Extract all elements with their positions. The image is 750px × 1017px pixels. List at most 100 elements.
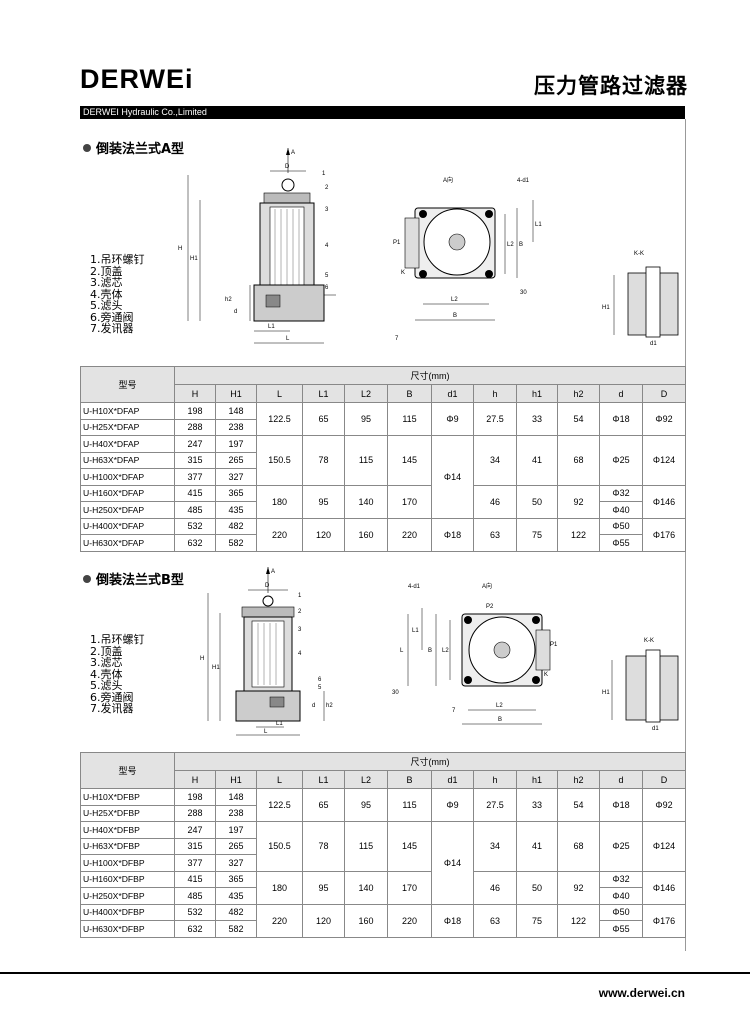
label-l: L — [286, 336, 290, 342]
cell-hh1: 75 — [516, 903, 558, 938]
model-cell: U-H25X*DFAP — [80, 418, 175, 436]
table-row: U-H25X*DFAP 288 238 — [80, 418, 686, 436]
part-item: 7.发讯器 — [90, 702, 134, 715]
col-header: h — [473, 384, 517, 403]
label-30: 30 — [392, 690, 399, 696]
callout-3: 3 — [325, 207, 329, 213]
table-row: U-H400X*DFBP 532 482 220 120 160 220 Φ18… — [80, 903, 687, 938]
col-header: d1 — [431, 770, 474, 789]
label-7: 7 — [395, 336, 399, 342]
cell-dd: Φ18 — [599, 788, 643, 822]
cell-b: 145 — [387, 821, 432, 872]
label-p1: P1 — [393, 240, 401, 246]
cell-h: 415 — [174, 870, 216, 888]
col-header: d — [599, 384, 643, 403]
model-cell: U-H250X*DFBP — [80, 887, 175, 905]
col-header: h2 — [557, 384, 600, 403]
col-header: L1 — [302, 384, 345, 403]
cell-h1: 482 — [215, 517, 257, 535]
label-b-v: B — [519, 242, 523, 248]
model-cell: U-H100X*DFAP — [80, 468, 175, 486]
label-l1: L1 — [276, 721, 283, 727]
section-b-top-view: 4-d1 A向 P2 P1 K L L1 B L2 L2 B 30 7 — [392, 582, 558, 725]
cell-h: 198 — [174, 402, 216, 420]
footer-url[interactable]: www.derwei.cn — [598, 986, 685, 1000]
cell-dd: Φ18 — [599, 402, 643, 436]
label-30: 30 — [520, 290, 527, 296]
callout-5: 5 — [325, 273, 329, 279]
model-header: 型号 — [80, 366, 175, 403]
cell-h: 377 — [174, 468, 216, 486]
col-header: d1 — [431, 384, 474, 403]
cell-hh1: 50 — [516, 870, 558, 905]
cell-dd: Φ25 — [599, 821, 643, 872]
brand-logo: DERWEi — [80, 64, 194, 94]
part-item: 7.发讯器 — [90, 322, 134, 335]
label-k: K — [544, 672, 548, 678]
callout-1: 1 — [298, 593, 302, 599]
callout-1: 1 — [322, 171, 326, 177]
col-header: L — [256, 770, 303, 789]
cell-l: 220 — [256, 903, 303, 938]
label-l1-v: L1 — [535, 222, 542, 228]
label-7: 7 — [452, 708, 456, 714]
cell-dd: Φ40 — [599, 887, 643, 905]
cell-b: 115 — [387, 788, 432, 822]
model-cell: U-H160X*DFAP — [80, 484, 175, 502]
col-header: H1 — [215, 770, 257, 789]
col-header: L — [256, 384, 303, 403]
cell-l1: 78 — [302, 821, 345, 872]
cell-d1: Φ18 — [431, 517, 474, 552]
label-d1-kk: d1 — [650, 341, 657, 347]
label-a: A — [291, 150, 295, 156]
label-h2: h2 — [225, 297, 232, 303]
table-row: U-H400X*DFAP 532 482 220 120 160 220 Φ18… — [80, 517, 687, 552]
cell-b: 170 — [387, 870, 432, 905]
col-header: B — [387, 770, 432, 789]
cell-h: 485 — [174, 501, 216, 519]
cell-h: 288 — [174, 418, 216, 436]
model-cell: U-H100X*DFBP — [80, 854, 175, 872]
cell-hh2: 68 — [557, 435, 600, 486]
label-l: L — [264, 729, 268, 735]
part-item: 5.滤头 — [90, 679, 123, 692]
callout-2: 2 — [298, 609, 302, 615]
cell-hh1: 33 — [516, 402, 558, 436]
cell-b: 170 — [387, 484, 432, 519]
label-p1: P1 — [550, 642, 558, 648]
label-dd: d — [234, 309, 237, 315]
cell-h1: 197 — [215, 435, 257, 453]
cell-l2: 95 — [344, 788, 388, 822]
part-item: 3.滤芯 — [90, 276, 123, 289]
cell-h1: 482 — [215, 903, 257, 921]
table-row: U-H250X*DFBP 485 435 Φ40 — [80, 887, 686, 905]
cell-l1: 120 — [302, 903, 345, 938]
part-item: 2.顶盖 — [90, 644, 123, 658]
table-row: U-H100X*DFBP 377 327 — [80, 854, 686, 872]
cell-l: 180 — [256, 484, 303, 519]
label-h1-kk: H1 — [602, 305, 610, 311]
label-b-v: B — [428, 648, 432, 654]
bullet-icon — [83, 144, 91, 152]
section-b-kk-view: K-K H1 d1 — [602, 638, 679, 732]
cell-hh2: 68 — [557, 821, 600, 872]
cell-h: 632 — [174, 920, 216, 938]
label-p2: P2 — [486, 604, 494, 610]
callout-3: 3 — [298, 627, 302, 633]
label-dd: d — [312, 703, 315, 709]
label-4d1: 4-d1 — [408, 584, 421, 590]
cell-l1: 65 — [302, 788, 345, 822]
footer-rule — [0, 972, 750, 974]
section-a-parts-list: 1.吊环螺钉 2.顶盖 3.滤芯 4.壳体 5.滤头 6.旁通阀 7.发讯器 — [90, 254, 145, 335]
cell-h1: 435 — [215, 887, 257, 905]
dim-header: 尺寸(mm) — [173, 366, 687, 385]
callout-6: 6 — [318, 677, 322, 683]
model-cell: U-H400X*DFAP — [80, 517, 175, 535]
cell-hh1: 33 — [516, 788, 558, 822]
cell-l2: 140 — [344, 870, 388, 905]
label-h1: H1 — [212, 665, 220, 671]
table-row: U-H25X*DFBP 288 238 — [80, 804, 686, 822]
cell-h1: 238 — [215, 804, 257, 822]
cell-h1: 435 — [215, 501, 257, 519]
callout-5: 5 — [318, 685, 322, 691]
